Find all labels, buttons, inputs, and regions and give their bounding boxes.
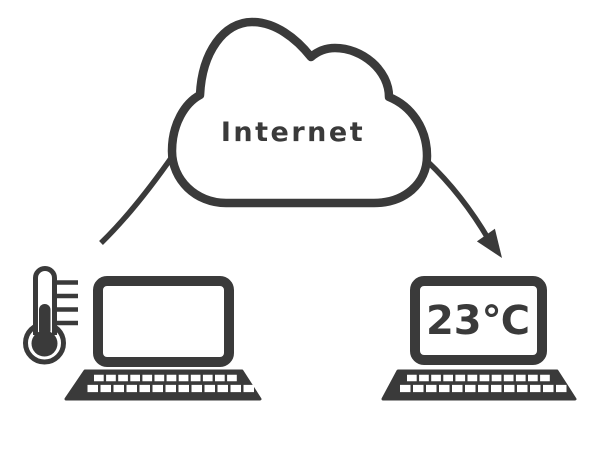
- laptop-screen: [93, 276, 234, 367]
- sensor-laptop-icon: [64, 276, 262, 401]
- download-arrow: [425, 158, 502, 258]
- thermometer-icon: [23, 266, 78, 365]
- left-connection-line: [99, 152, 177, 245]
- thermometer-bulb: [31, 330, 58, 357]
- internet-cloud: Internet: [167, 17, 432, 208]
- display-laptop-icon: 23℃: [381, 276, 577, 401]
- right-connection-line: [425, 158, 492, 242]
- cloud-icon: [167, 17, 432, 208]
- laptop-screen: [410, 276, 547, 365]
- thermometer-tube-outline: [33, 266, 57, 335]
- temperature-readout: 23℃: [426, 298, 530, 344]
- thermometer-mercury: [39, 304, 51, 336]
- cloud-label: Internet: [221, 117, 365, 148]
- arrowhead-icon: [476, 228, 502, 258]
